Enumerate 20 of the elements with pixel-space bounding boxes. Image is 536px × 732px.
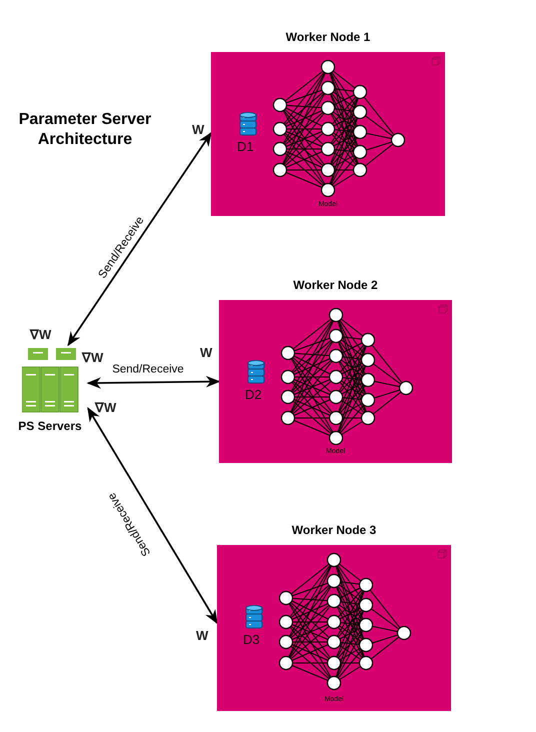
worker-panel bbox=[219, 300, 452, 463]
weight-label: ∇W bbox=[82, 350, 104, 365]
arrow bbox=[86, 376, 220, 389]
diagram-title: Parameter Server Architecture bbox=[18, 110, 152, 150]
weight-label: W bbox=[192, 122, 204, 137]
weight-label: W bbox=[200, 345, 212, 360]
arrow bbox=[67, 132, 212, 346]
weight-label: W bbox=[196, 628, 208, 643]
dataset-label: D2 bbox=[245, 387, 262, 402]
arrow bbox=[87, 407, 218, 624]
node-title: Worker Node 3 bbox=[290, 523, 378, 537]
node-title: Worker Node 1 bbox=[284, 30, 372, 44]
worker-panel bbox=[211, 52, 445, 216]
worker-panel bbox=[217, 545, 451, 711]
node-label: PS Servers bbox=[17, 419, 83, 433]
dataset-label: D1 bbox=[237, 139, 254, 154]
weight-label: ∇W bbox=[30, 327, 52, 342]
weight-label: ∇W bbox=[95, 400, 116, 415]
node-title: Worker Node 2 bbox=[292, 278, 379, 292]
dataset-label: D3 bbox=[243, 632, 260, 647]
